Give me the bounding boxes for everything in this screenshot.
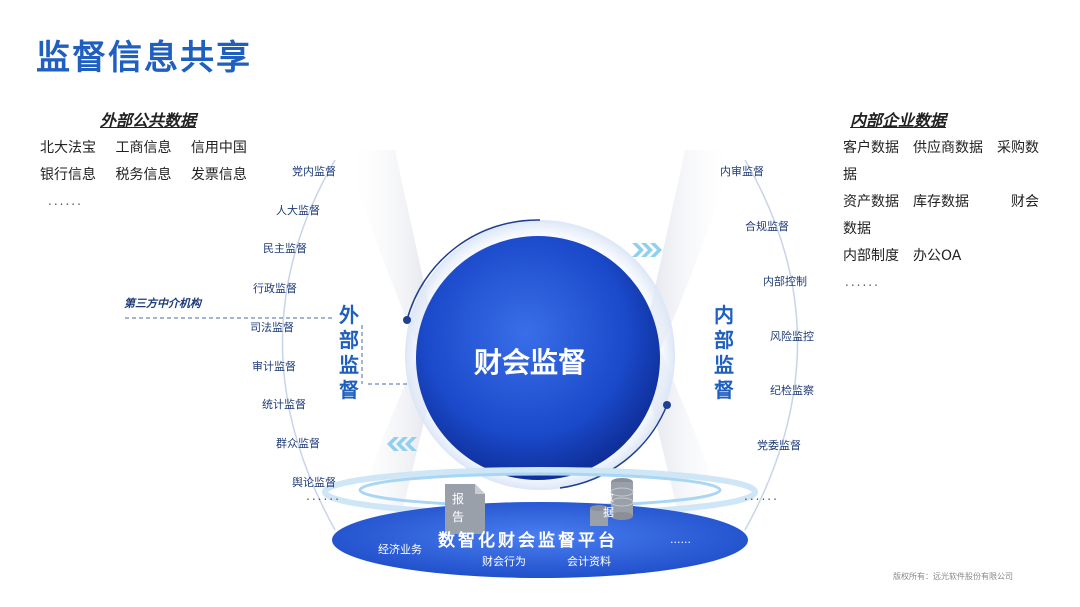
label-char: 数: [603, 491, 614, 504]
left-supervision-item: 党内监督: [292, 165, 336, 178]
data-label: 数 据: [603, 490, 615, 520]
database-icon: [590, 478, 634, 526]
external-row-2: 银行信息 税务信息 发票信息: [40, 164, 247, 184]
external-data-heading: 外部公共数据: [100, 111, 197, 130]
label-char: 外: [339, 303, 359, 327]
internal-supervision-label: 内 部 监 督: [712, 303, 736, 403]
orbit-dot-left: [403, 316, 411, 324]
center-circle: [416, 236, 660, 480]
right-supervision-item: 合规监督: [745, 220, 789, 233]
platform-disk: [332, 502, 748, 578]
label-char: 部: [714, 328, 734, 352]
label-char: 监: [339, 353, 359, 377]
right-supervision-more: ......: [744, 489, 779, 503]
left-supervision-more: ......: [306, 489, 341, 503]
center-label: 财会监督: [474, 346, 587, 379]
internal-line-2: 据: [843, 167, 857, 183]
right-supervision-item: 纪检监察: [770, 384, 814, 397]
label-char: 据: [603, 506, 614, 519]
right-fan: [640, 150, 735, 540]
left-supervision-item: 统计监督: [262, 398, 306, 411]
right-supervision-item: 内部控制: [763, 275, 807, 288]
left-supervision-item: 人大监督: [276, 204, 320, 217]
left-supervision-item: 行政监督: [253, 282, 297, 295]
external-item: 税务信息: [115, 167, 172, 183]
external-item: 银行信息: [40, 167, 96, 183]
left-supervision-item: 民主监督: [263, 242, 307, 255]
internal-line-4: 数据: [843, 221, 871, 237]
label-char: 监: [714, 353, 734, 377]
label-char: 报: [452, 492, 465, 506]
external-item: 工商信息: [115, 140, 172, 156]
copyright-note: 版权所有：远光软件股份有限公司: [893, 572, 1013, 581]
right-arc: [744, 159, 799, 531]
external-item: 北大法宝: [40, 140, 96, 156]
right-supervision-item: 内审监督: [720, 165, 764, 178]
left-arc: [281, 159, 336, 531]
chevron-right-icon: [632, 243, 662, 257]
internal-line-3: 资产数据 库存数据 财会: [843, 194, 1039, 210]
external-row-1: 北大法宝 工商信息 信用中国: [40, 137, 247, 157]
external-more: ......: [48, 194, 83, 208]
platform-item: 财会行为: [482, 555, 526, 568]
label-char: 督: [714, 378, 734, 402]
internal-data-heading: 内部企业数据: [850, 111, 947, 130]
label-char: 督: [339, 378, 359, 402]
right-supervision-item: 党委监督: [757, 439, 801, 452]
report-label: 报 告: [452, 490, 466, 526]
orbit-dot-right: [663, 401, 671, 409]
report-document-icon: [445, 484, 485, 534]
left-supervision-item: 群众监督: [276, 437, 320, 450]
right-supervision-item: 风险监控: [770, 330, 814, 343]
external-supervision-label: 外 部 监 督: [337, 303, 361, 403]
internal-line-5: 内部制度 办公OA: [843, 248, 962, 264]
external-item: 信用中国: [190, 140, 247, 156]
platform-more: ......: [670, 533, 691, 546]
label-char: 部: [339, 328, 359, 352]
page-title: 监督信息共享: [36, 38, 252, 78]
external-item: 发票信息: [190, 167, 247, 183]
internal-more: ......: [845, 275, 880, 289]
left-fan: [345, 150, 440, 540]
left-supervision-item: 舆论监督: [292, 476, 336, 489]
left-supervision-item: 司法监督: [250, 321, 294, 334]
third-party-label: 第三方中介机构: [124, 297, 201, 310]
label-char: 内: [714, 303, 734, 327]
chevron-left-icon: [387, 437, 417, 451]
platform-title: 数智化财会监督平台: [438, 531, 618, 551]
left-supervision-item: 审计监督: [252, 360, 296, 373]
platform-item: 经济业务: [378, 543, 422, 556]
label-char: 告: [452, 510, 465, 524]
internal-line-1: 客户数据 供应商数据 采购数: [843, 140, 1039, 156]
platform-item: 会计资料: [567, 555, 611, 568]
